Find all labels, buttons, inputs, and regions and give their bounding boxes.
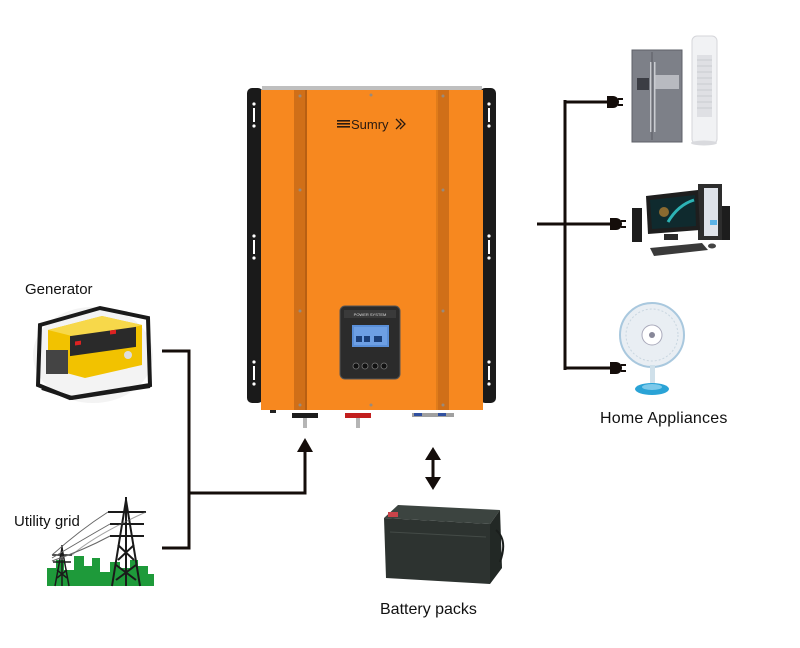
sumry-logo: Sumry: [337, 117, 406, 132]
panel-button[interactable]: [361, 362, 369, 370]
plug-icon: [607, 96, 623, 108]
utility-grid-image: [47, 497, 154, 587]
svg-text:POWER SYSTEM: POWER SYSTEM: [354, 312, 387, 317]
bottom-terminals: [270, 410, 454, 428]
ac-input-terminal: [292, 413, 318, 418]
battery-arrow-up-icon: [425, 447, 441, 460]
left-rail: [294, 90, 307, 410]
utility-grid-label: Utility grid: [14, 513, 80, 530]
battery-image: [384, 505, 505, 584]
brand-text: Sumry: [351, 117, 389, 132]
lcd-control-panel: POWER SYSTEM: [339, 305, 401, 380]
refrigerator-image: [631, 49, 683, 143]
generator-image: [33, 305, 153, 403]
plug-icon: [610, 218, 626, 230]
home-appliances-label: Home Appliances: [600, 410, 728, 427]
generator-label: Generator: [25, 281, 93, 298]
battery-packs-label: Battery packs: [380, 601, 477, 618]
panel-button[interactable]: [380, 362, 388, 370]
communication-ports: [412, 413, 454, 417]
bracket-slot-icons: [252, 102, 491, 386]
panel-button[interactable]: [352, 362, 360, 370]
inverter-input-arrow-icon: [297, 438, 313, 452]
connector-lines: [162, 100, 610, 550]
tower-air-conditioner-image: [691, 35, 718, 146]
source-to-inverter-line: [189, 450, 307, 495]
inverter-unit: Sumry POWER SYSTEM: [247, 86, 496, 428]
battery-arrow-down-icon: [425, 477, 441, 490]
panel-button[interactable]: [371, 362, 379, 370]
electric-fan-image: [619, 302, 685, 395]
desktop-computer-image: [632, 184, 730, 256]
right-rail: [436, 90, 449, 410]
generator-line: [162, 349, 191, 550]
battery-positive-terminal: [345, 413, 371, 418]
plug-icon: [610, 362, 626, 374]
